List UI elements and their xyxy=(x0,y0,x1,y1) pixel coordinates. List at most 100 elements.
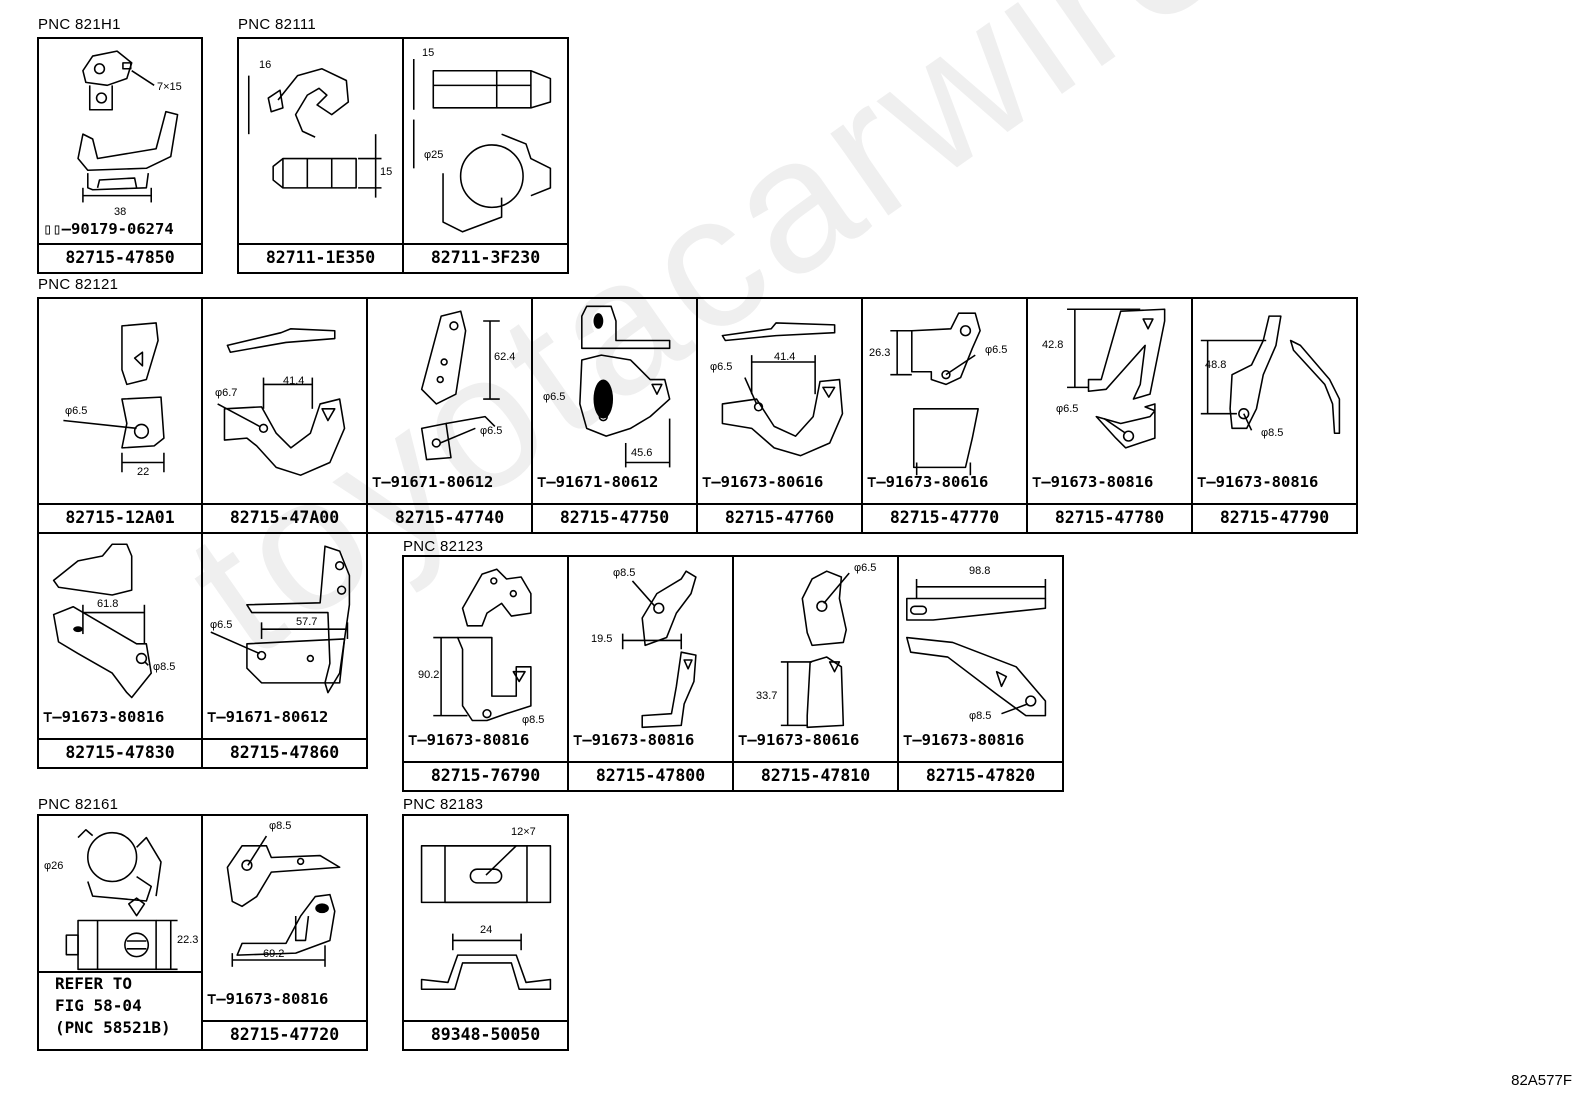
part-cell[interactable]: 42.8 φ6.5 ⊤—91673-80816 82715-47780 xyxy=(1026,297,1193,534)
part-cell[interactable]: φ6.5 45.6 ⊤—91671-80612 82715-47750 xyxy=(531,297,698,534)
part-cell[interactable]: φ8.5 19.5 ⊤—91673-80816 82715-47800 xyxy=(567,555,734,792)
fastener-part-number[interactable]: 91673-80616 xyxy=(756,731,860,749)
dim-label: 61.8 xyxy=(97,598,119,610)
clamp-illustration xyxy=(412,59,552,233)
part-cell[interactable]: 48.8 φ8.5 ⊤—91673-80816 82715-47790 xyxy=(1191,297,1358,534)
fastener-part-number[interactable]: 91673-80816 xyxy=(426,731,530,749)
dim-label: φ6.5 xyxy=(543,391,566,403)
part-number-label[interactable]: 89348-50050 xyxy=(404,1020,567,1049)
dim-label: 41.4 xyxy=(774,351,796,363)
pnc-label-82123: PNC 82123 xyxy=(403,538,484,555)
part-number-label[interactable]: 82715-47770 xyxy=(863,503,1026,532)
fastener-callout: ▯▯—90179-06274 xyxy=(43,220,174,238)
dim-label: φ26 xyxy=(44,860,64,872)
fastener-callout: ⊤—91673-80816 xyxy=(573,731,694,749)
dim-label: 19.5 xyxy=(591,633,613,645)
fastener-callout: ⊤—91673-80816 xyxy=(207,990,328,1008)
fastener-part-number[interactable]: 91673-80816 xyxy=(1215,473,1319,491)
fastener-callout: ⊤—91673-80816 xyxy=(408,731,529,749)
bracket-illustration xyxy=(721,322,844,457)
part-number-label[interactable]: 82715-47A00 xyxy=(203,503,366,532)
part-number-label[interactable]: 82715-47780 xyxy=(1028,503,1191,532)
fastener-callout: ⊤—91673-80816 xyxy=(1032,473,1153,491)
fastener-callout: ⊤—91673-80816 xyxy=(903,731,1024,749)
pnc-label-82121: PNC 82121 xyxy=(38,276,119,293)
dim-label: φ8.5 xyxy=(522,714,545,726)
dim-label: 33.7 xyxy=(756,690,778,702)
part-number-label[interactable]: 82711-3F230 xyxy=(404,243,567,272)
fastener-callout: ⊤—91671-80612 xyxy=(372,473,493,491)
fastener-part-number[interactable]: 91673-80616 xyxy=(720,473,824,491)
part-cell[interactable]: 90.2 φ8.5 ⊤—91673-80816 82715-76790 xyxy=(402,555,569,792)
bracket-illustration xyxy=(780,570,850,729)
part-number-label[interactable]: 82715-47750 xyxy=(533,503,696,532)
fastener-part-number[interactable]: 91673-80816 xyxy=(61,708,165,726)
pnc-label-82183: PNC 82183 xyxy=(403,796,484,813)
dim-label: φ6.5 xyxy=(985,344,1008,356)
nut-clip-illustration xyxy=(420,845,552,991)
part-number-label[interactable]: 82715-47800 xyxy=(569,761,732,790)
dim-label: 16 xyxy=(259,59,272,71)
dim-label: φ6.7 xyxy=(215,387,238,399)
part-cell[interactable]: φ6.5 57.7 ⊤—91671-80612 82715-47860 xyxy=(201,532,368,769)
part-cell[interactable]: φ6.5 33.7 ⊤—91673-80616 82715-47810 xyxy=(732,555,899,792)
figure-code: 82A577F xyxy=(1511,1072,1572,1089)
fastener-part-number[interactable]: 91673-80816 xyxy=(225,990,329,1008)
dim-label: φ8.5 xyxy=(269,820,292,832)
fastener-part-number[interactable]: 91673-80816 xyxy=(1050,473,1154,491)
fastener-callout: ⊤—91671-80612 xyxy=(537,473,658,491)
part-number-label[interactable]: 82715-12A01 xyxy=(39,503,201,532)
bracket-illustration xyxy=(890,312,981,476)
clamp-illustration xyxy=(65,828,178,971)
fastener-part-number[interactable]: 91671-80612 xyxy=(555,473,659,491)
fastener-part-number[interactable]: 91673-80816 xyxy=(591,731,695,749)
dim-label: φ6.5 xyxy=(854,562,877,574)
part-cell[interactable]: φ8.5 69.2 ⊤—91673-80816 82715-47720 xyxy=(201,814,368,1051)
part-cell[interactable]: φ6.5 41.4 ⊤—91673-80616 82715-47760 xyxy=(696,297,863,534)
fastener-part-number[interactable]: 91671-80612 xyxy=(390,473,494,491)
bolt-icon: ⊤— xyxy=(537,473,556,491)
fastener-part-number[interactable]: 91671-80612 xyxy=(225,708,329,726)
part-number-label[interactable]: 82715-47860 xyxy=(203,738,366,767)
fastener-part-number[interactable]: 91673-80816 xyxy=(921,731,1025,749)
dim-label: 15 xyxy=(422,47,435,59)
refer-line[interactable]: (PNC 58521B) xyxy=(55,1018,171,1037)
part-cell[interactable]: 26.3 φ6.5 ⊤—91673-80616 82715-47770 xyxy=(861,297,1028,534)
dim-label: 45.6 xyxy=(631,447,653,459)
bolt-icon: ⊤— xyxy=(408,731,427,749)
part-cell[interactable]: φ6.5 22 82715-12A01 xyxy=(37,297,203,534)
part-cell[interactable]: 12×7 24 89348-50050 xyxy=(402,814,569,1051)
part-number-label[interactable]: 82715-76790 xyxy=(404,761,567,790)
part-cell[interactable]: 15 φ25 82711-3F230 xyxy=(402,37,569,274)
part-cell[interactable]: 61.8 φ8.5 ⊤—91673-80816 82715-47830 xyxy=(37,532,203,769)
dim-label: φ6.5 xyxy=(1056,403,1079,415)
part-number-label[interactable]: 82715-47810 xyxy=(734,761,897,790)
part-cell[interactable]: φ6.7 41.4 82715-47A00 xyxy=(201,297,368,534)
part-number-label[interactable]: 82715-47740 xyxy=(368,503,531,532)
part-number-label[interactable]: 82715-47790 xyxy=(1193,503,1356,532)
part-number-label[interactable]: 82715-47830 xyxy=(39,738,201,767)
dim-label: φ8.5 xyxy=(613,567,636,579)
part-cell[interactable]: 7×15 38 ▯▯—90179-06274 82715-47850 xyxy=(37,37,203,274)
part-number-label[interactable]: 82715-47760 xyxy=(698,503,861,532)
fastener-part-number[interactable]: 90179-06274 xyxy=(71,220,174,238)
dim-label: 22.3 xyxy=(177,934,199,946)
part-cell[interactable]: 98.8 φ8.5 ⊤—91673-80816 82715-47820 xyxy=(897,555,1064,792)
bolt-icon: ⊤— xyxy=(207,708,226,726)
dim-label: 90.2 xyxy=(418,669,440,681)
dim-label: φ6.5 xyxy=(710,361,733,373)
part-number-label[interactable]: 82715-47850 xyxy=(39,243,201,272)
bolt-icon: ⊤— xyxy=(1032,473,1051,491)
dim-label: 26.3 xyxy=(869,347,891,359)
part-number-label[interactable]: 82711-1E350 xyxy=(239,243,402,272)
nut-icon: ▯▯— xyxy=(43,220,71,238)
part-cell[interactable]: 62.4 φ6.5 ⊤—91671-80612 82715-47740 xyxy=(366,297,533,534)
fastener-part-number[interactable]: 91673-80616 xyxy=(885,473,989,491)
bolt-icon: ⊤— xyxy=(372,473,391,491)
part-cell[interactable]: 16 15 82711-1E350 xyxy=(237,37,404,274)
part-number-label[interactable]: 82715-47720 xyxy=(203,1020,366,1049)
part-number-label[interactable]: 82715-47820 xyxy=(899,761,1062,790)
